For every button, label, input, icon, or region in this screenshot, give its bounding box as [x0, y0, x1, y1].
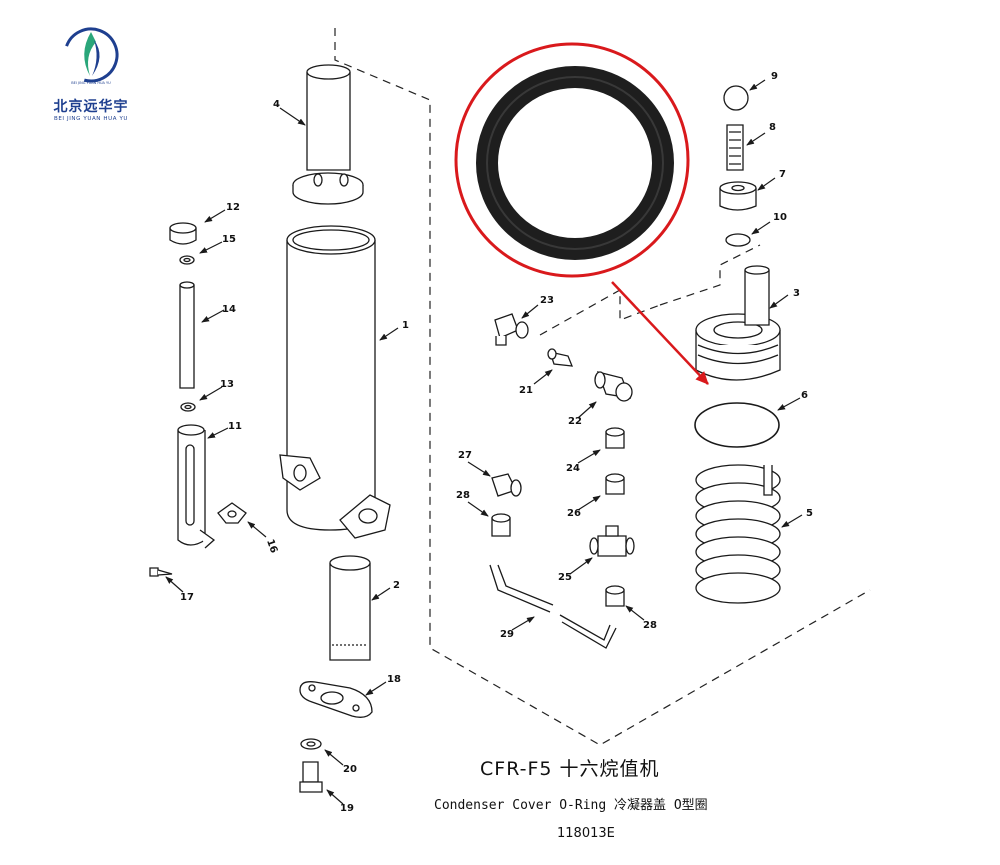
part-23-elbow: [494, 313, 529, 346]
part-28-nut-b: [605, 585, 625, 607]
part-20-washer: [300, 738, 322, 750]
callout-9: 9: [771, 71, 778, 82]
part-28-nut-a: [491, 513, 511, 537]
diagram-title: CFR-F5 十六烷值机: [480, 758, 660, 780]
callout-19: 19: [340, 803, 354, 814]
callout-leaders: [165, 79, 803, 805]
callout-25: 25: [558, 572, 572, 583]
callout-29: 29: [500, 629, 514, 640]
callout-17: 17: [180, 592, 194, 603]
callout-15: 15: [222, 234, 236, 245]
part-9-ball: [723, 85, 749, 111]
part-description: Condenser Cover O-Ring 冷凝器盖 O型圈: [434, 798, 708, 813]
highlight-arrow: [611, 281, 709, 385]
callout-22: 22: [568, 416, 582, 427]
callout-20: 20: [343, 764, 357, 775]
callout-3: 3: [793, 288, 800, 299]
callout-23: 23: [540, 295, 554, 306]
callout-1: 1: [402, 320, 409, 331]
part-24-fitting: [605, 427, 625, 449]
callout-11: 11: [228, 421, 242, 432]
part-14-glass-tube: [179, 281, 195, 389]
part-code: 118013E: [557, 826, 615, 841]
part-6-condenser-oring: [694, 402, 780, 448]
callout-6: 6: [801, 390, 808, 401]
part-15-washer: [179, 255, 195, 265]
callout-18: 18: [387, 674, 401, 685]
callout-13: 13: [220, 379, 234, 390]
callout-8: 8: [769, 122, 776, 133]
part-16-clip: [217, 502, 247, 524]
logo-ring-text: BEI JING YUAN HUA YU: [71, 81, 111, 85]
part-7-nut: [719, 181, 757, 211]
callout-5: 5: [806, 508, 813, 519]
part-27-elbow: [491, 473, 522, 497]
part-26-fitting: [605, 473, 625, 495]
part-3-condenser-cover: [695, 265, 781, 381]
callout-12: 12: [226, 202, 240, 213]
part-11-sight-holder: [177, 424, 216, 549]
callout-7: 7: [779, 169, 786, 180]
part-4-sleeve: [292, 64, 364, 205]
part-2-tube: [329, 555, 371, 661]
oring-highlight: [454, 42, 709, 385]
part-29-tubing: [489, 564, 617, 649]
callout-26: 26: [567, 508, 581, 519]
callout-14: 14: [222, 304, 236, 315]
logo-name-en: BEI JING YUAN HUA YU: [53, 116, 129, 122]
part-8-stud: [726, 124, 744, 171]
part-25-cross: [589, 525, 635, 557]
logo-name-cn: 北京远华宇: [53, 99, 129, 115]
part-1-cylinder: [279, 225, 391, 539]
part-10-small-oring: [725, 233, 751, 247]
part-17-screw: [149, 567, 173, 577]
logo-emblem-icon: BEI JING YUAN HUA YU: [63, 27, 119, 85]
callout-27: 27: [458, 450, 472, 461]
part-22-tee: [594, 371, 633, 402]
callout-28b: 28: [643, 620, 657, 631]
callout-10: 10: [773, 212, 787, 223]
part-5-coil: [695, 464, 781, 604]
callout-28a: 28: [456, 490, 470, 501]
callout-16: 16: [264, 538, 279, 555]
company-logo: BEI JING YUAN HUA YU 北京远华宇 BEI JING YUAN…: [46, 20, 136, 122]
callout-labels: 1 2 3 4 5 6 7 8 9 10 11 12 13 14 15 16 1…: [180, 71, 813, 814]
callout-4: 4: [273, 99, 280, 110]
part-19-bolt: [299, 761, 323, 793]
part-13-washer: [180, 402, 196, 412]
part-21-nipple: [547, 348, 574, 367]
part-12-cap: [169, 222, 197, 245]
callout-24: 24: [566, 463, 580, 474]
callout-2: 2: [393, 580, 400, 591]
part-18-gasket: [299, 681, 373, 718]
callout-21: 21: [519, 385, 533, 396]
